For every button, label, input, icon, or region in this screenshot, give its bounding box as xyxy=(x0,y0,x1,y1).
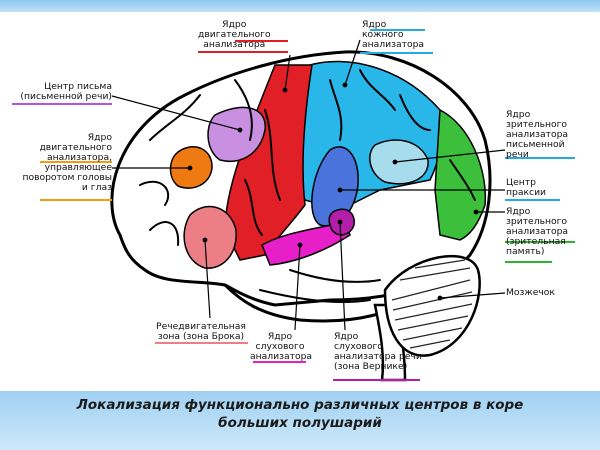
label-writing-center: Центр письма(письменной речи) xyxy=(20,81,112,102)
label-cerebellum: Мозжечок xyxy=(506,287,555,298)
broca-region xyxy=(183,205,237,269)
brain-folds xyxy=(139,69,476,303)
caption-line-2: больших полушарий xyxy=(218,415,382,431)
top-banner xyxy=(0,0,600,12)
cerebellum-shape xyxy=(383,255,481,357)
leader-lines xyxy=(111,39,506,331)
caption-banner xyxy=(0,391,600,450)
diagram-caption: Локализация функционально различных цент… xyxy=(0,396,600,432)
caption-line-1: Локализация функционально различных цент… xyxy=(76,397,524,413)
label-underlines xyxy=(12,29,575,381)
cerebellum-hatch xyxy=(391,259,473,349)
auditory-region xyxy=(261,221,351,266)
